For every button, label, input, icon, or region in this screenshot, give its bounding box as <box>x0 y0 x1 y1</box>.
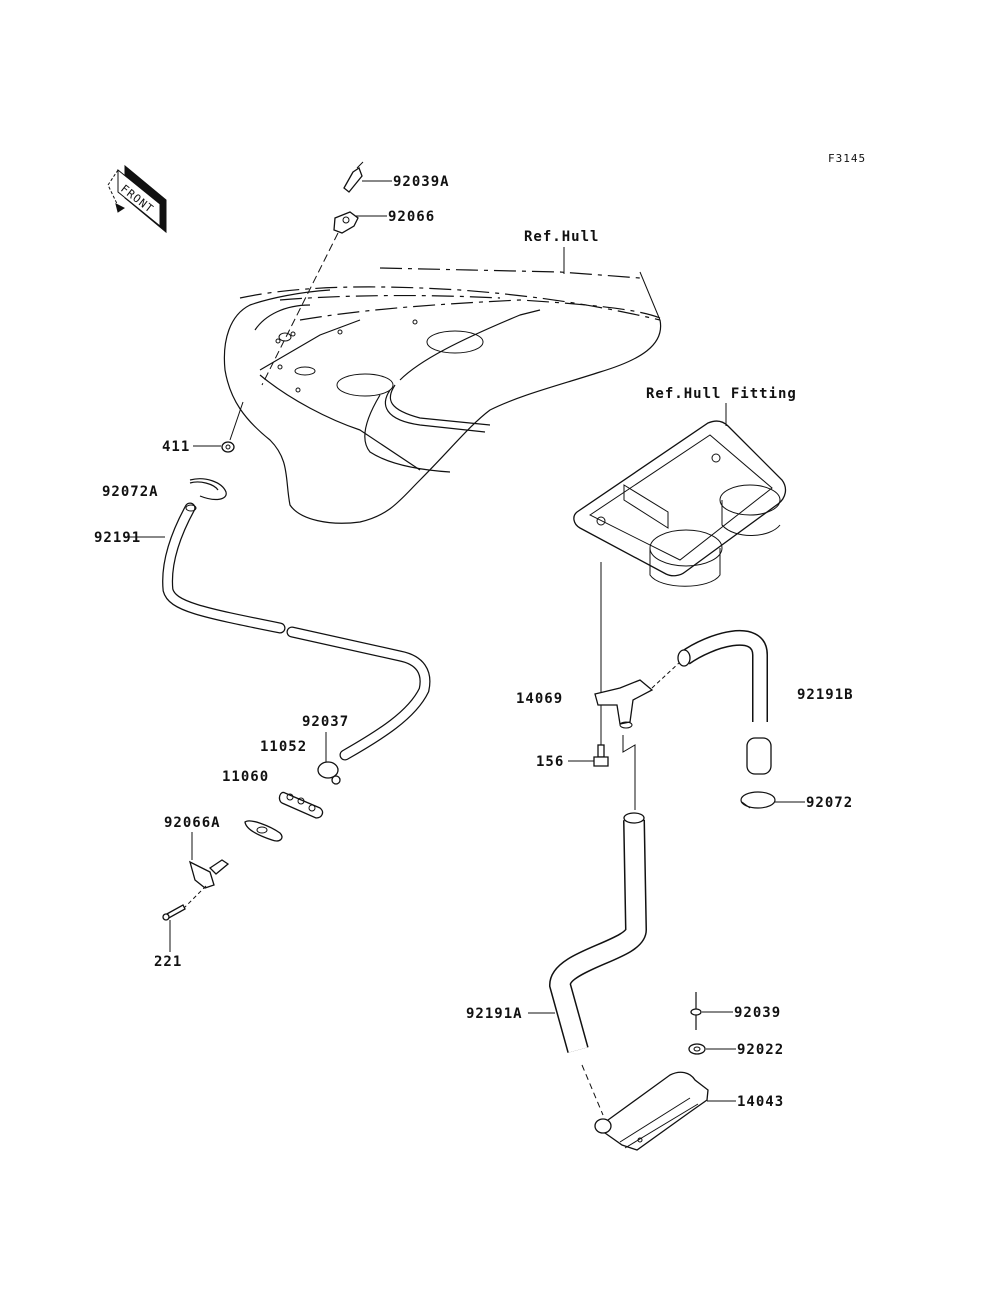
label-14043: 14043 <box>737 1094 784 1110</box>
hull-reference <box>223 267 662 524</box>
label-411: 411 <box>162 439 190 455</box>
label-92191A: 92191A <box>466 1006 523 1022</box>
label-14069: 14069 <box>516 691 563 707</box>
label-11052: 11052 <box>260 739 307 755</box>
label-92191B: 92191B <box>797 687 854 703</box>
label-156: 156 <box>536 754 564 770</box>
label-92072: 92072 <box>806 795 853 811</box>
ref-hull-fitting-label: Ref.Hull Fitting <box>646 386 797 402</box>
part-92066-plug-icon <box>333 211 359 234</box>
part-92072A-clamp-icon <box>189 478 227 501</box>
label-92039A: 92039A <box>393 174 450 190</box>
label-221: 221 <box>154 954 182 970</box>
part-11052-fitting-icon <box>278 791 324 819</box>
label-92037: 92037 <box>302 714 349 730</box>
front-arrow-icon: FRONT <box>107 164 167 234</box>
part-156-bolt-icon <box>593 744 609 767</box>
part-411-nut-icon <box>221 441 235 453</box>
ref-hull-label: Ref.Hull <box>524 229 599 245</box>
label-92066A: 92066A <box>164 815 221 831</box>
label-92072A: 92072A <box>102 484 159 500</box>
label-92022: 92022 <box>737 1042 784 1058</box>
part-92191-tube-icon <box>162 502 431 761</box>
part-92039-bolt-icon <box>690 992 702 1030</box>
label-11060: 11060 <box>222 769 269 785</box>
part-92039A-bolt-icon <box>343 161 364 193</box>
label-92191: 92191 <box>94 530 141 546</box>
part-92066A-plug-icon <box>188 859 230 889</box>
part-92191A-tube-icon <box>548 812 648 1053</box>
part-14043-cover-icon <box>594 1071 709 1151</box>
label-92066: 92066 <box>388 209 435 225</box>
part-221-screw-icon <box>162 904 186 921</box>
part-92072-clamp-icon <box>740 791 776 809</box>
label-92039: 92039 <box>734 1005 781 1021</box>
part-92037-clamp-icon <box>317 761 341 785</box>
part-14069-fitting-icon <box>594 679 654 729</box>
diagram-id: F3145 <box>828 152 866 165</box>
part-92022-washer-icon <box>688 1043 706 1055</box>
part-11060-gasket-icon <box>244 820 283 842</box>
hull-fitting-reference <box>573 420 787 587</box>
part-92191B-tube-icon <box>677 630 772 775</box>
